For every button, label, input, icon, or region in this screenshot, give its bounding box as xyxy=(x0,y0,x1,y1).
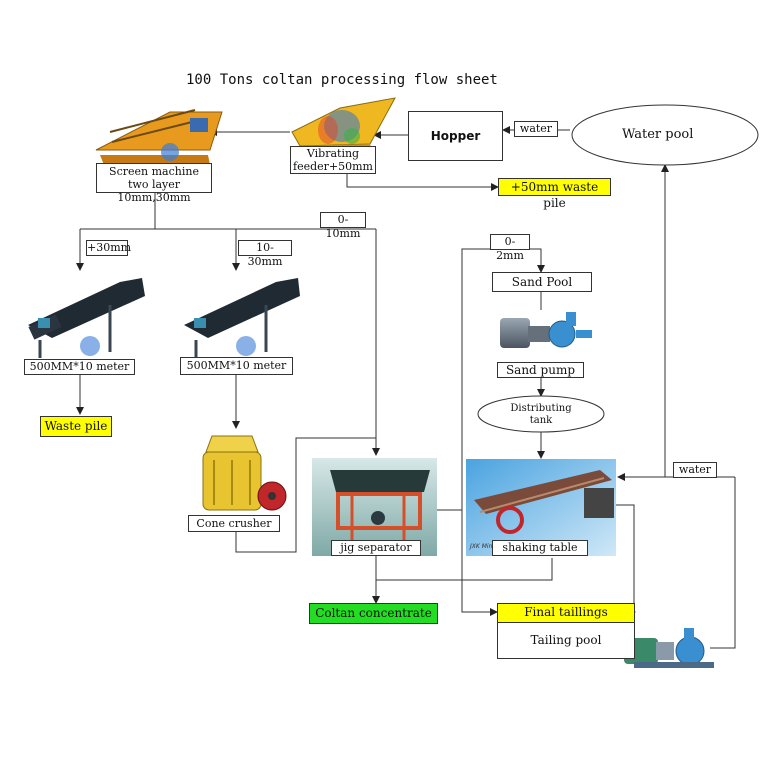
jig-to-tailings-line xyxy=(461,510,498,616)
hopper-box: Hopper xyxy=(408,111,503,161)
shaking-table-label: shaking table xyxy=(492,540,588,556)
table-bottom-line xyxy=(376,558,553,581)
range-0-10-label: 0-10mm xyxy=(320,212,366,240)
distributing-tank-ellipse xyxy=(477,395,605,433)
water-pool-label: Water pool xyxy=(622,127,694,142)
belt-conveyor-2-image xyxy=(184,278,300,358)
sand-pool-box: Sand Pool xyxy=(492,272,592,292)
vibrating-feeder-image xyxy=(291,97,396,152)
water-pool-ellipse xyxy=(571,104,759,166)
cone-crusher-label: Cone crusher xyxy=(188,515,280,532)
range-0-2-line xyxy=(436,248,545,511)
screen-machine-image xyxy=(95,109,223,165)
tailing-pump-image xyxy=(624,628,714,668)
range-0-2-label: 0-2mm xyxy=(490,234,530,262)
waste-pile-label: Waste pile xyxy=(40,416,112,437)
sand-pump-label: Sand pump xyxy=(497,362,584,378)
shaking-table-image: JXK Min xyxy=(466,459,616,556)
plus30-label: +30mm xyxy=(86,240,132,256)
coltan-concentrate-label: Coltan concentrate xyxy=(309,603,438,624)
svg-text:JXK Min: JXK Min xyxy=(469,543,493,550)
cone-crusher-image xyxy=(202,435,287,511)
vibrating-feeder-label: Vibrating feeder+50mm xyxy=(290,146,376,174)
waste-pile-50-label: +50mm waste pile xyxy=(498,178,611,210)
sand-pump-image xyxy=(500,312,592,348)
page-title: 100 Tons coltan processing flow sheet xyxy=(186,72,498,88)
final-tailings-label: Final taillings xyxy=(498,604,634,623)
crusher-return-line xyxy=(235,437,376,553)
belt-conveyor-2-label: 500MM*10 meter xyxy=(180,357,293,375)
tailing-pool-box: Final taillings Tailing pool xyxy=(497,603,635,659)
belt-conveyor-1-image xyxy=(28,278,145,358)
jig-separator-image xyxy=(312,458,437,556)
tailing-pool-label: Tailing pool xyxy=(530,633,602,647)
return-water-line xyxy=(710,477,736,649)
range-10-30-label: 10-30mm xyxy=(238,240,292,268)
distributing-tank-label: Distributing tank xyxy=(510,403,572,426)
water-label-hopper: water xyxy=(514,121,558,137)
water-label-table: water xyxy=(673,462,717,478)
screen-machine-label: Screen machine two layer 10mm,30mm xyxy=(96,163,212,204)
belt-conveyor-1-label: 500MM*10 meter xyxy=(24,359,135,375)
feeder-to-waste-line xyxy=(346,170,499,191)
jig-separator-label: jig separator xyxy=(331,540,421,556)
